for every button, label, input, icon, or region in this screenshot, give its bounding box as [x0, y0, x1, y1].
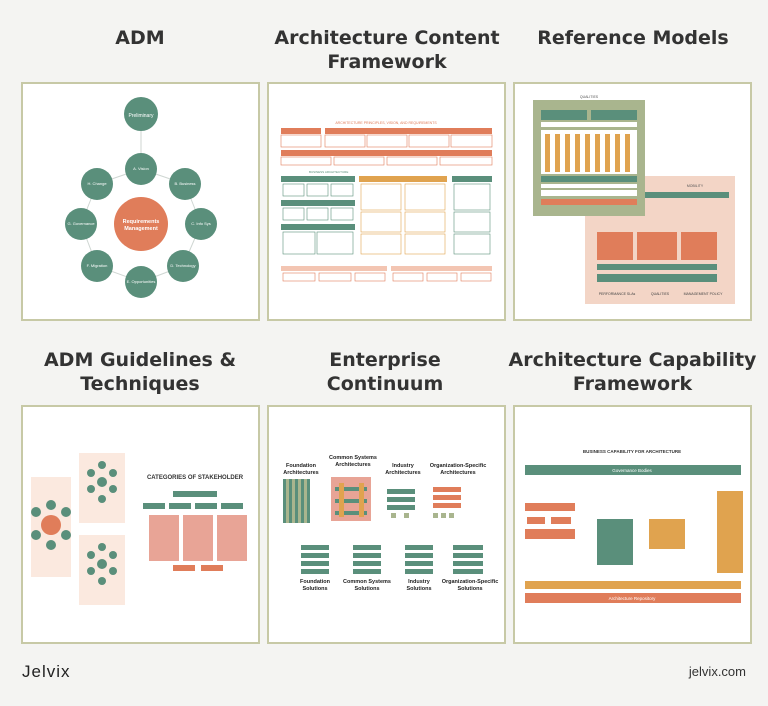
svg-text:G. Governance: G. Governance — [67, 221, 95, 226]
ec-top-label-1: Common Systems Architectures — [329, 455, 377, 468]
svg-text:ARCHITECTURE PRINCIPLES, VISIO: ARCHITECTURE PRINCIPLES, VISION, AND REQ… — [335, 121, 437, 125]
svg-text:B. Business: B. Business — [174, 181, 195, 186]
title-architecture-content-framework: Architecture Content Framework — [274, 27, 500, 73]
acf-card: ARCHITECTURE PRINCIPLES, VISION, AND REQ… — [267, 82, 506, 321]
svg-text:Architecture Repository: Architecture Repository — [609, 596, 657, 601]
acf-diagram: ARCHITECTURE PRINCIPLES, VISION, AND REQ… — [280, 121, 493, 282]
svg-text:E. Opportunities: E. Opportunities — [127, 279, 156, 284]
adm-node-b — [169, 168, 201, 200]
svg-text:D. Technology: D. Technology — [170, 263, 195, 268]
brand-logo: Jelvix — [22, 662, 71, 681]
ec-bottom-label-3: Organization-Specific Solutions — [441, 579, 499, 592]
adm-node-c — [185, 208, 217, 240]
svg-text:H. Change: H. Change — [87, 181, 107, 186]
capability-framework-card: BUSINESS CAPABILITY FOR ARCHITECTURE Gov… — [513, 405, 752, 644]
ec-bottom-label-1: Common Systems Solutions — [343, 579, 391, 592]
title-adm-guidelines: ADM Guidelines & Techniques — [43, 349, 237, 395]
adm-cycle-diagram: Preliminary Requirements Management A. V… — [65, 97, 217, 298]
cap-title: BUSINESS CAPABILITY FOR ARCHITECTURE — [583, 449, 681, 454]
adm-label-preliminary: Preliminary — [128, 113, 154, 119]
adm-node-preliminary — [124, 97, 158, 131]
ec-top-label-0: Foundation Architectures — [283, 463, 319, 476]
title-enterprise-continuum: Enterprise Continuum — [326, 349, 444, 395]
adm-node-f — [81, 250, 113, 282]
adm-node-e — [125, 266, 157, 298]
svg-text:Governance Bodies: Governance Bodies — [612, 468, 652, 473]
ec-bottom-label-2: Industry Solutions — [406, 579, 432, 592]
adm-guidelines-diagram: CATEGORIES OF STAKEHOLDER — [31, 453, 247, 605]
title-reference-models: Reference Models — [537, 27, 729, 49]
svg-text:F. Migration: F. Migration — [87, 263, 108, 268]
svg-text:BUSINESS ARCHITECTURE: BUSINESS ARCHITECTURE — [309, 170, 348, 174]
reference-models-card: QUALITIES MOBILITY PERFORMANCE SLAs QUAL… — [513, 82, 752, 321]
svg-text:C. Info Sys: C. Info Sys — [191, 221, 211, 226]
svg-text:A. Vision: A. Vision — [133, 166, 149, 171]
title-architecture-capability-framework: Architecture Capability Framework — [508, 349, 757, 395]
svg-text:Management: Management — [124, 226, 158, 232]
svg-text:MOBILITY: MOBILITY — [687, 184, 704, 188]
title-adm: ADM — [115, 27, 165, 49]
stakeholder-heading: CATEGORIES OF STAKEHOLDER — [147, 475, 244, 481]
svg-text:QUALITIES: QUALITIES — [580, 95, 599, 99]
svg-text:PERFORMANCE SLAs: PERFORMANCE SLAs — [599, 292, 636, 296]
svg-text:Requirements: Requirements — [123, 219, 160, 225]
capability-framework-diagram: BUSINESS CAPABILITY FOR ARCHITECTURE Gov… — [525, 449, 743, 603]
enterprise-continuum-diagram — [283, 477, 483, 574]
brand-url: jelvix.com — [688, 664, 746, 679]
svg-text:MANAGEMENT POLICY: MANAGEMENT POLICY — [684, 292, 723, 296]
adm-node-requirements — [114, 197, 168, 251]
adm-node-d — [167, 250, 199, 282]
enterprise-continuum-card: Foundation Architectures Common Systems … — [267, 405, 506, 644]
ec-bottom-label-0: Foundation Solutions — [300, 579, 330, 592]
ec-top-label-2: Industry Architectures — [385, 463, 421, 476]
svg-text:QUALITIES: QUALITIES — [651, 292, 670, 296]
adm-node-a — [125, 153, 157, 185]
adm-node-g — [65, 208, 97, 240]
ec-top-label-3: Organization-Specific Architectures — [429, 463, 487, 476]
reference-models-diagram: QUALITIES MOBILITY PERFORMANCE SLAs QUAL… — [533, 95, 735, 304]
adm-card: Preliminary Requirements Management A. V… — [21, 82, 260, 321]
adm-guidelines-card: CATEGORIES OF STAKEHOLDER — [21, 405, 260, 644]
adm-node-h — [81, 168, 113, 200]
